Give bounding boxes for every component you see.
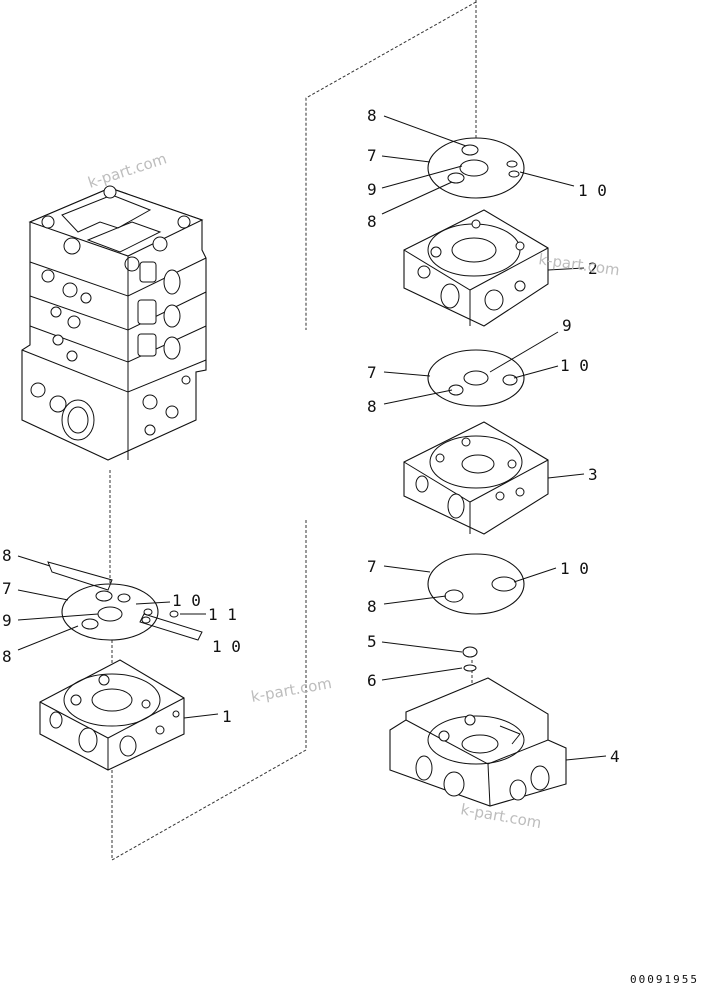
watermark: k-part.com: [250, 674, 334, 706]
callout-lines-left: [17, 555, 206, 651]
callout-5: 5: [367, 632, 377, 651]
callout-8: 8: [367, 106, 377, 125]
callout-lines-upper: [381, 115, 575, 215]
valve-section-3: [403, 421, 549, 535]
valve-section-4: [389, 677, 567, 807]
callout-8: 8: [367, 597, 377, 616]
callout-11: 1 1: [208, 605, 237, 624]
watermark: k-part.com: [537, 250, 620, 279]
drawing-code: 00091955: [630, 973, 699, 986]
callout-10: 1 0: [578, 181, 607, 200]
callout-3: 3: [588, 465, 598, 484]
watermark: k-part.com: [86, 149, 169, 191]
callout-7: 7: [367, 557, 377, 576]
gasket-lower: [427, 553, 525, 615]
callout-7: 7: [367, 363, 377, 382]
callout-10: 1 0: [560, 356, 589, 375]
valve-assembly: [21, 185, 207, 461]
callout-7: 7: [2, 579, 12, 598]
callout-9: 9: [2, 611, 12, 630]
callout-1: 1: [222, 707, 232, 726]
callout-10: 1 0: [560, 559, 589, 578]
callout-4: 4: [610, 747, 620, 766]
callout-2: 2: [588, 259, 598, 278]
callout-10: 1 0: [172, 591, 201, 610]
gasket-left: [61, 583, 179, 641]
plug-and-oring: [381, 641, 478, 681]
callout-8: 8: [2, 546, 12, 565]
watermark: k-part.com: [459, 800, 543, 832]
valve-section-2: [403, 209, 549, 327]
callout-8: 8: [367, 212, 377, 231]
callout-lines-middle: [383, 331, 559, 405]
callout-8: 8: [367, 397, 377, 416]
valve-section-1: [39, 659, 185, 771]
gasket-upper: [427, 137, 525, 199]
callout-lines-lower: [383, 565, 557, 605]
callout-9: 9: [562, 316, 572, 335]
callout-7: 7: [367, 146, 377, 165]
callout-10: 1 0: [212, 637, 241, 656]
pins-left: [47, 561, 203, 641]
callout-9: 9: [367, 180, 377, 199]
gasket-middle: [427, 349, 525, 407]
callout-6: 6: [367, 671, 377, 690]
callout-8: 8: [2, 647, 12, 666]
